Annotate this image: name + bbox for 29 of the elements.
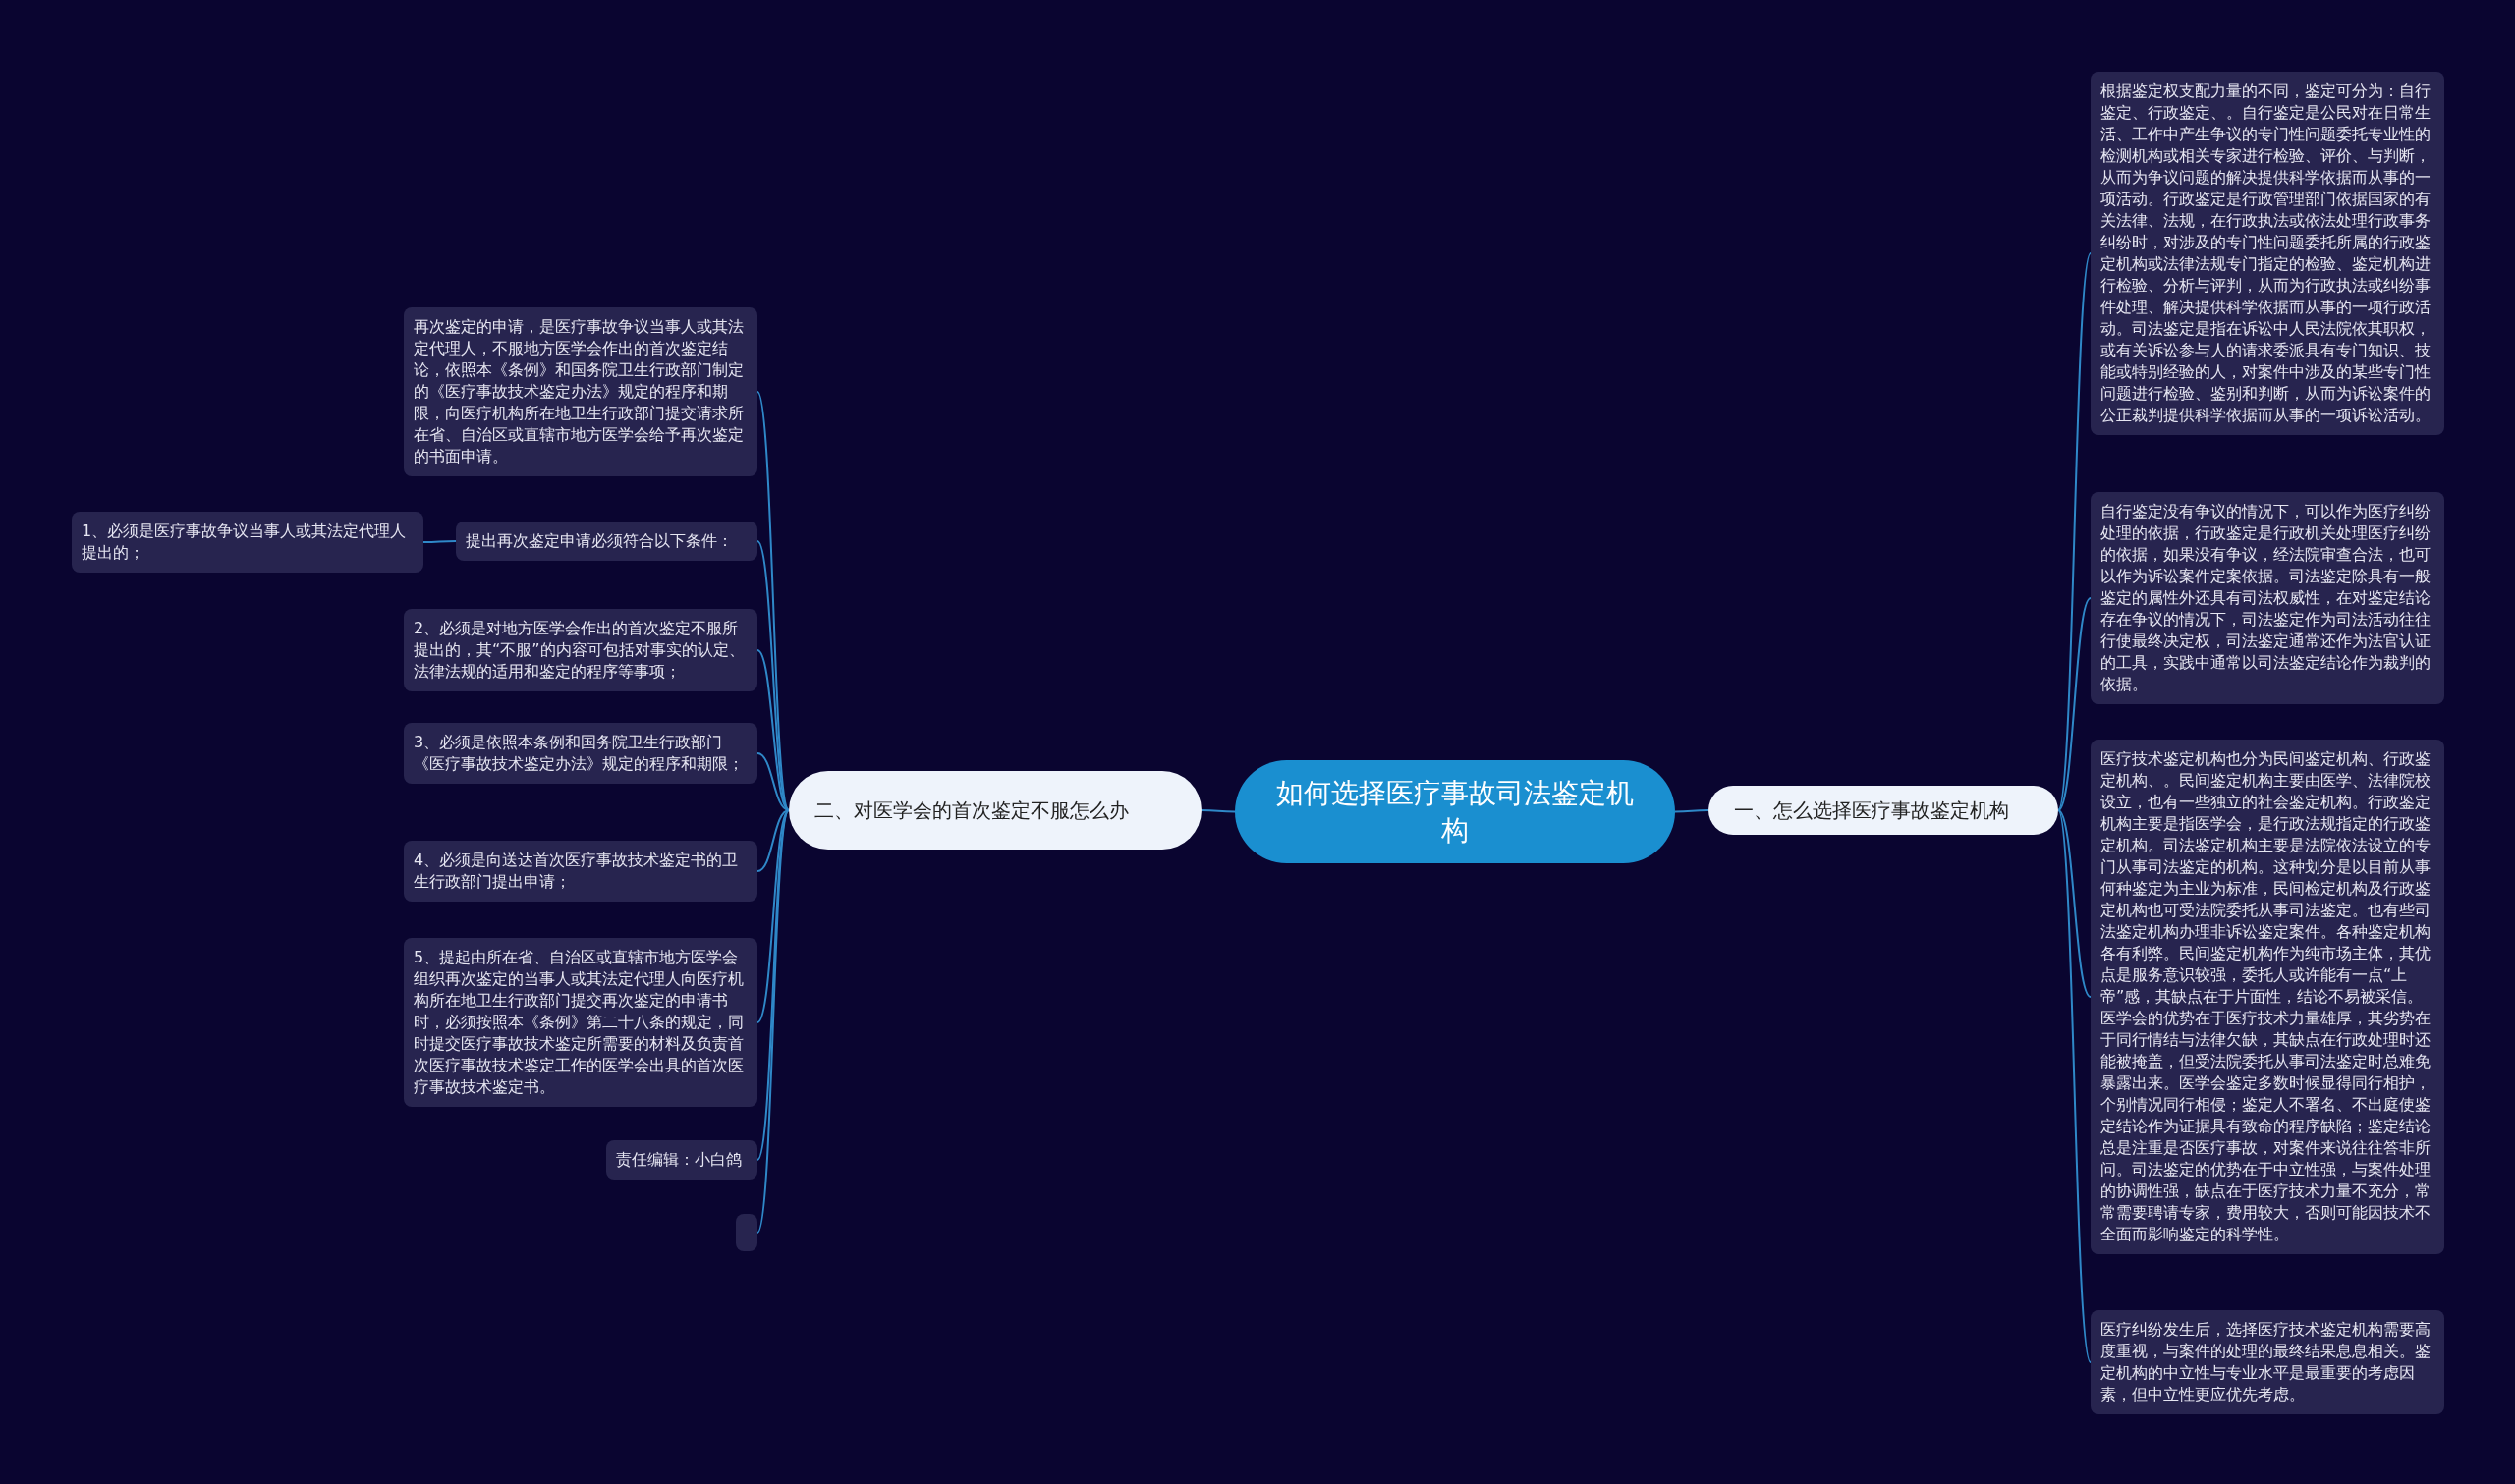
connector-line xyxy=(756,391,790,811)
connector-line xyxy=(756,809,790,1234)
text-card: 医疗纠纷发生后，选择医疗技术鉴定机构需要高度重视，与案件的处理的最终结果息息相关。鉴定机构的中立性与专业水平是最重要的考虑因素，但中立性更应优先考虑。 xyxy=(2091,1310,2444,1414)
text-card: 再次鉴定的申请，是医疗事故争议当事人或其法定代理人，不服地方医学会作出的首次鉴定结论，依照本《条例》和国务院卫生行政部门制定的《医疗事故技术鉴定办法》规定的程序和期限，向医疗机构所在地卫生行政部门提交请求所在省、自治区或直辖市地方医学会给予再次鉴定的书面申请。 xyxy=(404,307,757,476)
text-card: 5、提起由所在省、自治区或直辖市地方医学会组织再次鉴定的当事人或其法定代理人向医疗机构所在地卫生行政部门提交再次鉴定的申请书时，必须按照本《条例》第二十八条的规定，同时提交医疗事故技术鉴定所需要的材料及负责首次医疗事故技术鉴定工作的医学会出具的首次医疗事故技术鉴定书。 xyxy=(404,938,757,1107)
text-card: 根据鉴定权支配力量的不同，鉴定可分为：自行鉴定、行政鉴定、。自行鉴定是公民对在日常生活、工作中产生争议的专门性问题委托专业性的检测机构或相关专家进行检验、评价、与判断，从而为争议问题的解决提供科学依据而从事的一项活动。行政鉴定是行政管理部门依据国家的有关法律、法规，在行政执法或依法处理行政事务纠纷时，对涉及的专门性问题委托所属的行政鉴定机构或法律法规专门指定的检验、鉴定机构进行检验、分析与评判，从而为行政执法或纠纷事件处理、解决提供科学依据而从事的一项行政活动。司法鉴定是指在诉讼中人民法院依其职权，或有关诉讼参与人的请求委派具有专门知识、技能或特别经验的人，对案件中涉及的某些专门性问题进行检验、鉴别和判断，从而为诉讼案件的公正裁判提供科学依据而从事的一项诉讼活动。 xyxy=(2091,72,2444,435)
connector-line xyxy=(2057,809,2092,998)
branch-topic: 一、怎么选择医疗事故鉴定机构 xyxy=(1708,786,2058,835)
connector-line xyxy=(2057,809,2092,1363)
text-card: 提出再次鉴定申请必须符合以下条件： xyxy=(456,522,757,561)
text-card: 1、必须是医疗事故争议当事人或其法定代理人提出的； xyxy=(72,512,423,573)
text-card: 责任编辑：小白鸽 xyxy=(606,1140,757,1180)
connector-line xyxy=(756,809,790,1023)
text-card: 医疗技术鉴定机构也分为民间鉴定机构、行政鉴定机构、。民间鉴定机构主要由医学、法律院校设立，也有一些独立的社会鉴定机构。行政鉴定机构主要是指医学会，是行政法规指定的行政鉴定机构。司法鉴定机构主要是法院依法设立的专门从事司法鉴定的机构。这种划分是以目前从事何种鉴定为主业为标准，民间检定机构及行政鉴定机构也可受法院委托从事司法鉴定。也有些司法鉴定机构办理非诉讼鉴定案件。各种鉴定机构各有利弊。民间鉴定机构作为纯市场主体，其优点是服务意识较强，委托人或许能有一点“上帝”感，其缺点在于片面性，结论不易被采信。医学会的优势在于医疗技术力量雄厚，其劣势在于同行情结与法律欠缺，其缺点在行政处理时还能被掩盖，但受法院委托从事司法鉴定时总难免暴露出来。医学会鉴定多数时候显得同行相护，个别情况同行相侵；鉴定人不署名、不出庭使鉴定结论作为证据具有致命的程序缺陷；鉴定结论总是注重是否医疗事故，对案件来说往往答非所问。司法鉴定的优势在于中立性强，与案件处理的协调性强，缺点在于医疗技术力量不充分，常常需要聘请专家，费用较大，否则可能因技术不全面而影响鉴定的科学性。 xyxy=(2091,740,2444,1254)
text-card: 自行鉴定没有争议的情况下，可以作为医疗纠纷处理的依据，行政鉴定是行政机关处理医疗纠纷的依据，如果没有争议，经法院审查合法，也可以作为诉讼案件定案依据。司法鉴定除具有一般鉴定的属性外还具有司法权威性，在对鉴定结论存在争议的情况下，司法鉴定作为司法活动往往行使最终决定权，司法鉴定通常还作为法官认证的工具，实践中通常以司法鉴定结论作为裁判的依据。 xyxy=(2091,492,2444,704)
text-card: 2、必须是对地方医学会作出的首次鉴定不服所提出的，其“不服”的内容可包括对事实的认定、法律法规的适用和鉴定的程序等事项； xyxy=(404,609,757,691)
connector-line xyxy=(422,540,457,543)
connector-line xyxy=(756,649,790,811)
central-topic: 如何选择医疗事故司法鉴定机构 xyxy=(1235,760,1675,863)
text-card: 3、必须是依照本条例和国务院卫生行政部门《医疗事故技术鉴定办法》规定的程序和期限； xyxy=(404,723,757,784)
text-card: 4、必须是向送达首次医疗事故技术鉴定书的卫生行政部门提出申请； xyxy=(404,841,757,902)
connector-line xyxy=(1201,809,1236,813)
empty-card xyxy=(736,1214,757,1251)
connector-line xyxy=(1674,809,1709,813)
connector-line xyxy=(756,752,790,811)
connector-line xyxy=(2057,597,2092,811)
connector-line xyxy=(2057,252,2092,811)
connector-line xyxy=(756,809,790,872)
branch-topic: 二、对医学会的首次鉴定不服怎么办 xyxy=(789,771,1202,850)
